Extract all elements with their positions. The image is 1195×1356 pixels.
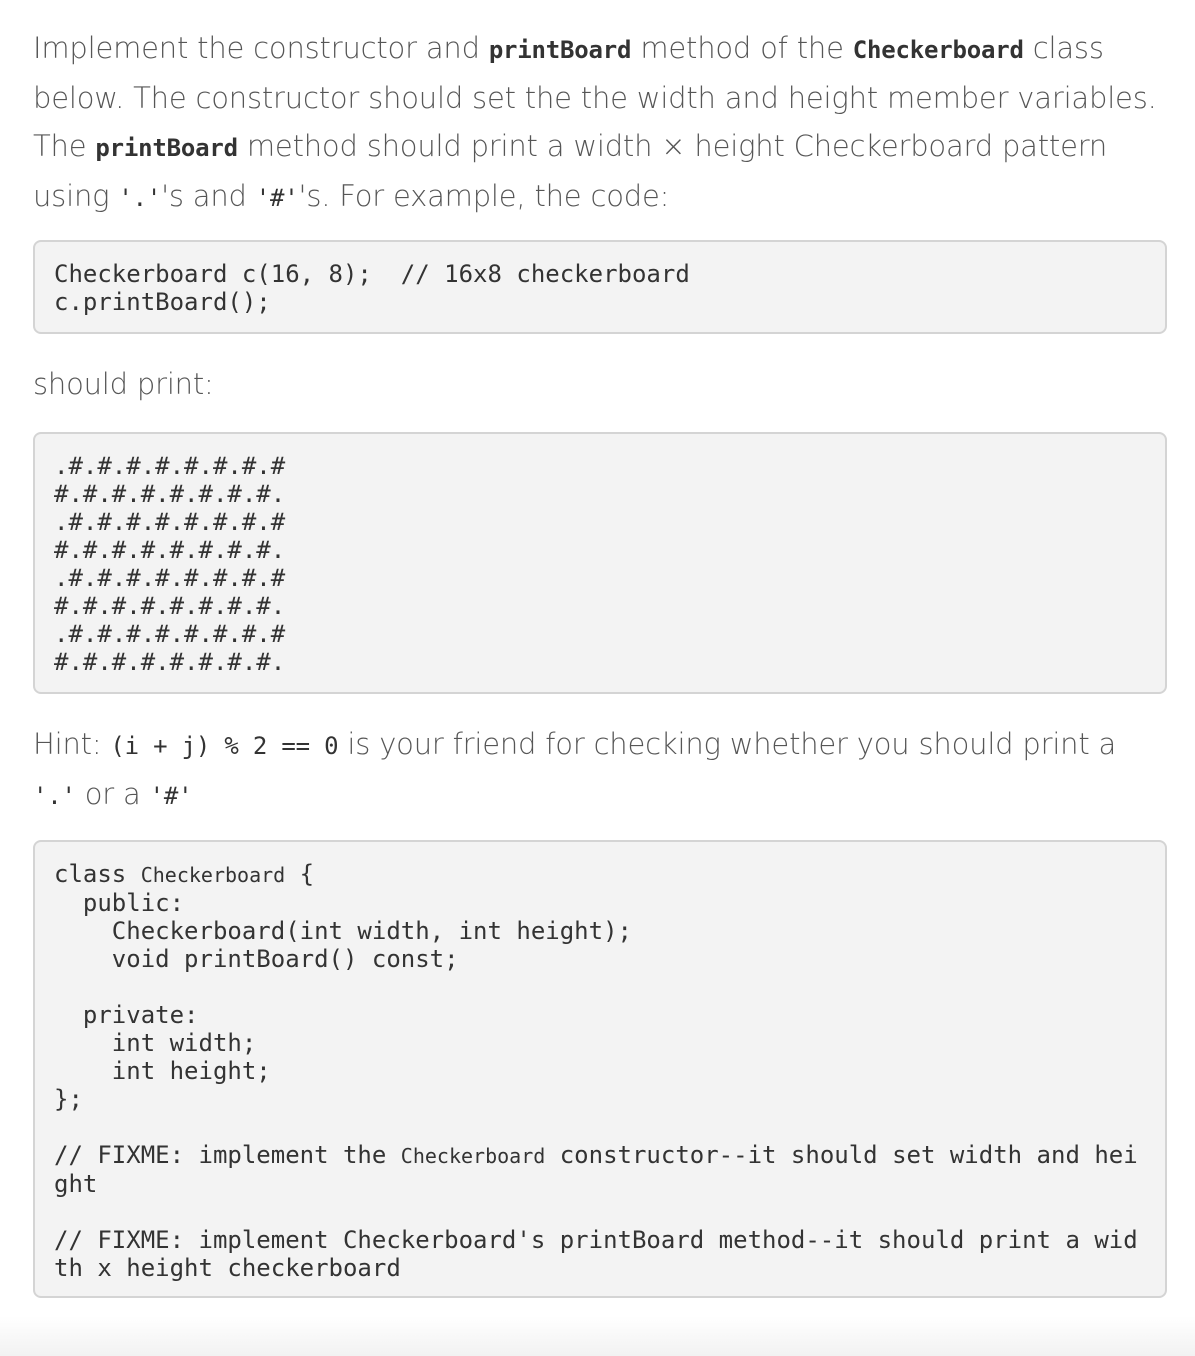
output-line: #.#.#.#.#.#.#.#. (54, 480, 286, 508)
code-token: { (285, 860, 315, 888)
output-line: .#.#.#.#.#.#.#.# (54, 564, 286, 592)
inline-code: '.' (33, 782, 76, 810)
code-token: constructor--it should set width and hei… (54, 1141, 1138, 1198)
intro-text: Implement the constructor and (33, 31, 489, 65)
intro-paragraph: Implement the constructor and printBoard… (33, 0, 1167, 222)
inline-code: (i + j) % 2 == 0 (110, 732, 339, 760)
inline-code: printBoard (95, 134, 238, 162)
output-line: #.#.#.#.#.#.#.#. (54, 536, 286, 564)
page-bottom-fade (0, 1316, 1195, 1356)
code-line: int width; (54, 1029, 257, 1057)
intro-text: class below. The constructor should set … (33, 31, 1157, 163)
code-token: Checkerboard (140, 863, 286, 887)
example-code-block: Checkerboard c(16, 8); // 16x8 checkerbo… (33, 240, 1167, 334)
code-line: Checkerboard(int width, int height); (54, 917, 632, 945)
hint-paragraph: Hint: (i + j) % 2 == 0 is your friend fo… (33, 720, 1167, 820)
code-line: class (54, 860, 141, 888)
hint-text: is your friend for checking whether you … (338, 727, 1117, 761)
code-token: Checkerboard (400, 1144, 546, 1168)
code-line: private: (54, 1001, 199, 1029)
inline-code: printBoard (488, 36, 632, 64)
output-line: .#.#.#.#.#.#.#.# (54, 508, 286, 536)
inline-code: '#' (149, 782, 193, 810)
code-line: void printBoard() const; (54, 945, 459, 973)
should-print-label: should print: (33, 367, 214, 401)
inline-code: Checkerboard (852, 36, 1024, 64)
output-line: #.#.#.#.#.#.#.#. (54, 648, 286, 676)
output-line: .#.#.#.#.#.#.#.# (54, 620, 286, 648)
intro-text: 's. For example, the code: (298, 179, 670, 213)
output-line: .#.#.#.#.#.#.#.# (54, 452, 286, 480)
code-line: int height; (54, 1057, 271, 1085)
inline-code: '#' (255, 184, 299, 212)
hint-text: or a (75, 777, 150, 811)
code-line: Checkerboard c(16, 8); // 16x8 checkerbo… (54, 260, 690, 288)
code-line: // FIXME: implement Checkerboard's print… (54, 1226, 1138, 1282)
intro-text: 's and (161, 179, 256, 213)
intro-text: method of the (631, 31, 853, 65)
class-code-block: class Checkerboard { public: Checkerboar… (33, 840, 1167, 1298)
code-line: }; (54, 1085, 83, 1113)
code-line: c.printBoard(); (54, 288, 271, 316)
inline-code: '.' (118, 184, 162, 212)
output-code-block: .#.#.#.#.#.#.#.# #.#.#.#.#.#.#.#. .#.#.#… (33, 432, 1167, 694)
intro-text: method should print a width × height Che… (33, 129, 1108, 213)
code-line: // FIXME: implement the (54, 1141, 401, 1169)
problem-statement: Implement the constructor and printBoard… (33, 0, 1167, 1298)
code-line: public: (54, 889, 185, 917)
hint-text: Hint: (33, 727, 111, 761)
output-line: #.#.#.#.#.#.#.#. (54, 592, 286, 620)
